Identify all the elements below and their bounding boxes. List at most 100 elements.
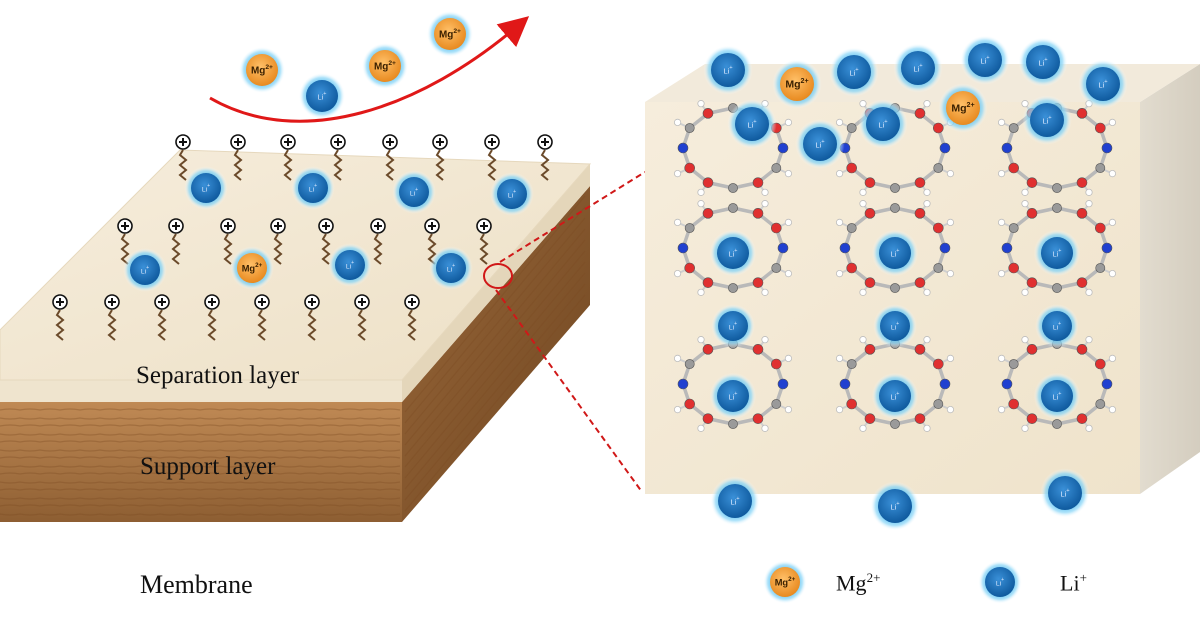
charged-brush: [104, 294, 120, 341]
mg-ion: Mg2+: [772, 59, 822, 109]
li-ion: Li+: [1033, 229, 1081, 277]
crown-ether-molecule: [997, 200, 1117, 296]
membrane-label: Membrane: [140, 570, 253, 599]
svg-text:Li+: Li+: [346, 260, 354, 270]
li-ion: Li+: [960, 35, 1010, 85]
svg-text:Li+: Li+: [980, 55, 990, 66]
charged-brush: [220, 218, 236, 265]
charged-brush: [117, 218, 133, 265]
crown-ether-molecule: [835, 200, 955, 296]
charged-brush: [354, 294, 370, 341]
li-ion: Li+: [184, 166, 228, 210]
support-layer-label: Support layer: [140, 453, 276, 480]
li-ion: Li+: [871, 372, 919, 420]
li-ion: Li+: [328, 243, 372, 287]
li-ion: Li+: [978, 560, 1022, 604]
charged-brush: [404, 294, 420, 341]
rejected-ions: Mg2+ Li+ Mg2+ Mg2+: [238, 10, 474, 120]
svg-text:Li+: Li+: [447, 263, 455, 273]
charged-brush: [382, 134, 398, 181]
svg-text:Mg2+: Mg2+: [242, 262, 263, 273]
charged-brush: [424, 218, 440, 265]
charged-brush: [304, 294, 320, 341]
charged-brush: [432, 134, 448, 181]
li-ion: Li+: [871, 229, 919, 277]
charged-brush: [254, 294, 270, 341]
li-ion: Li+: [795, 119, 845, 169]
li-ion: Li+: [711, 304, 755, 348]
svg-text:Li+: Li+: [318, 91, 327, 101]
svg-text:Li+: Li+: [729, 321, 737, 331]
charged-polymer-brushes: [52, 134, 553, 341]
svg-text:Li+: Li+: [729, 391, 738, 401]
crown-ether-molecule: [673, 200, 793, 296]
li-ion: Li+: [123, 248, 167, 292]
mg-ion: Mg2+: [238, 46, 286, 94]
charged-brush: [280, 134, 296, 181]
charged-brush: [168, 218, 184, 265]
svg-text:Li+: Li+: [849, 67, 859, 78]
box-side: [1140, 64, 1200, 494]
charged-brush: [484, 134, 500, 181]
membrane-ions: Li+ Li+ Li+ Li+ Li+ Li+ Li+ Mg2+: [123, 166, 534, 292]
crown-ether-molecule: [673, 336, 793, 432]
li-ion: Li+: [1040, 468, 1090, 518]
li-ion: Li+: [490, 172, 534, 216]
svg-text:Li+: Li+: [815, 139, 825, 150]
mg-ion: Mg2+: [938, 83, 988, 133]
svg-text:Li+: Li+: [1042, 115, 1052, 126]
mg-ion: Mg2+: [230, 246, 274, 290]
li-ion: Li+: [1022, 95, 1072, 145]
li-ion: Li+: [893, 43, 943, 93]
crown-ether-molecule: [997, 336, 1117, 432]
zoomed-ions: Li+ Mg2+ Li+ Li+ Li+ Li+ Li+ Li+ Li+ Li+ Mg2+ Li+ Li…: [703, 35, 1128, 531]
svg-text:Li+: Li+: [891, 391, 900, 401]
svg-text:Li+: Li+: [1053, 248, 1062, 258]
svg-text:Li+: Li+: [1053, 321, 1061, 331]
charged-brush: [154, 294, 170, 341]
li-ion: Li+: [870, 481, 920, 531]
charged-brush: [52, 294, 68, 341]
separation-layer-label: Separation layer: [136, 362, 300, 389]
svg-text:Li+: Li+: [1098, 79, 1108, 90]
svg-text:Li+: Li+: [410, 187, 418, 197]
charged-brush: [537, 134, 553, 181]
charged-brush: [230, 134, 246, 181]
membrane-block: [0, 149, 592, 522]
svg-text:Li+: Li+: [1053, 391, 1062, 401]
legend: Mg2+ Li+: [763, 560, 1022, 604]
svg-text:Mg2+: Mg2+: [775, 576, 796, 587]
li-ion: Li+: [291, 166, 335, 210]
separation-layer-top: [0, 150, 590, 380]
svg-text:Li+: Li+: [141, 265, 149, 275]
svg-text:Li+: Li+: [890, 501, 900, 512]
svg-text:Li+: Li+: [747, 119, 757, 130]
li-ion: Li+: [1078, 59, 1128, 109]
separation-layer-front: [0, 380, 402, 402]
zoom-line-bottom: [495, 289, 643, 493]
svg-text:Li+: Li+: [878, 119, 888, 130]
charged-brush: [175, 134, 191, 181]
li-ion: Li+: [1033, 372, 1081, 420]
charged-brush: [318, 218, 334, 265]
separation-layer-side: [402, 164, 590, 402]
charged-brush: [476, 218, 492, 265]
li-ion: Li+: [727, 99, 777, 149]
mg-ion: Mg2+: [426, 10, 474, 58]
li-ion: Li+: [392, 170, 436, 214]
svg-text:Li+: Li+: [309, 183, 317, 193]
li-ion: Li+: [873, 304, 917, 348]
svg-text:Li+: Li+: [723, 65, 733, 76]
mg-ion: Mg2+: [763, 560, 807, 604]
svg-text:Li+: Li+: [508, 189, 516, 199]
mg-ion: Mg2+: [361, 42, 409, 90]
support-layer-front: [0, 402, 402, 522]
wood-grain: [0, 195, 586, 516]
charged-brush: [370, 218, 386, 265]
li-ion: Li+: [298, 72, 346, 120]
svg-text:Li+: Li+: [913, 63, 923, 74]
crown-ether-molecule: [997, 100, 1117, 196]
svg-text:Li+: Li+: [891, 321, 899, 331]
svg-text:Li+: Li+: [891, 248, 900, 258]
